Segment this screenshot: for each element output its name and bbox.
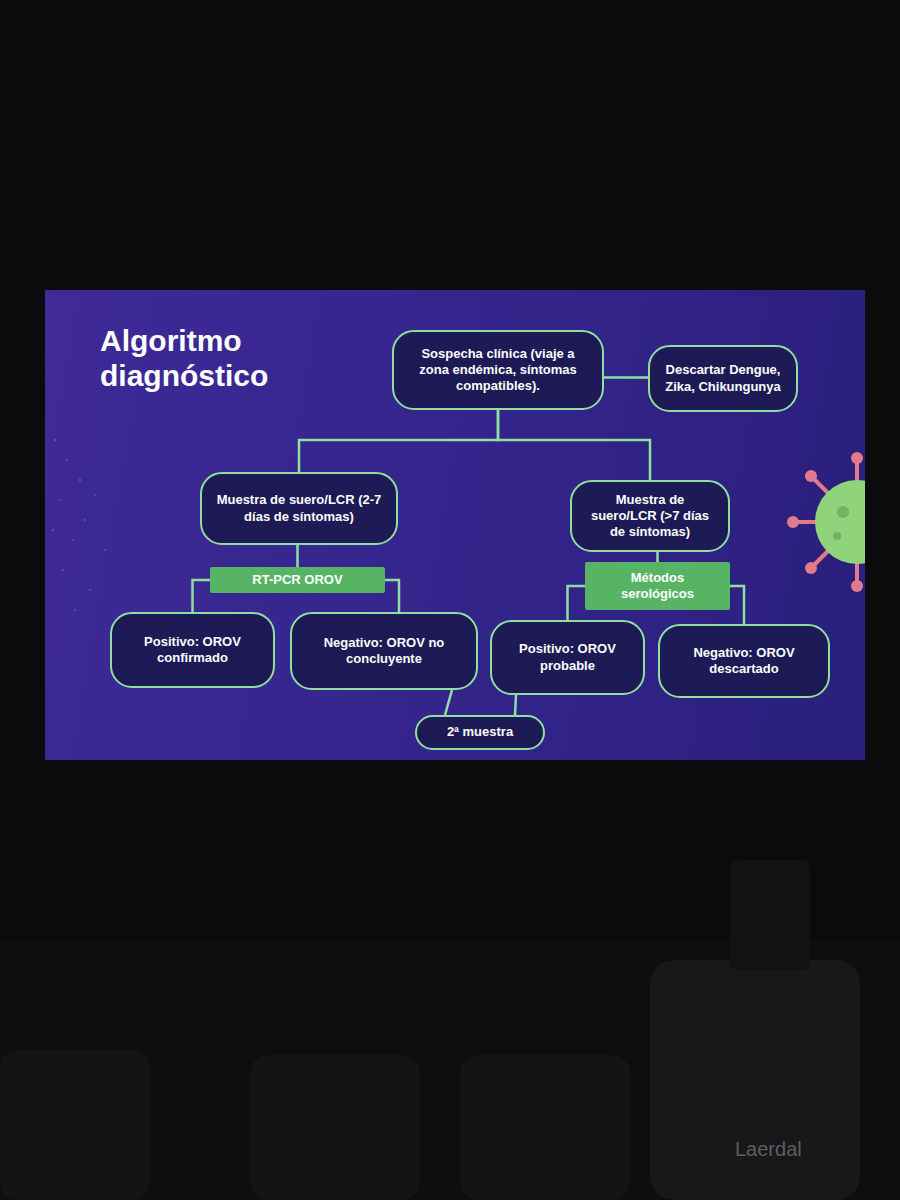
node-text: Sospecha clínica (viaje a zona endémica,… bbox=[408, 346, 588, 395]
slide-title: Algoritmo diagnóstico bbox=[100, 324, 330, 393]
process-box: Negativo: OROV descartado bbox=[658, 624, 830, 698]
connector-line bbox=[568, 586, 586, 620]
node-text: 2ª muestra bbox=[447, 724, 513, 740]
node-text: Negativo: OROV descartado bbox=[674, 645, 814, 678]
process-box: Descartar Dengue, Zika, Chikungunya bbox=[648, 345, 798, 412]
node-text: Positivo: OROV probable bbox=[506, 641, 629, 674]
node-text: Positivo: OROV confirmado bbox=[126, 634, 259, 667]
process-box: 2ª muestra bbox=[415, 715, 545, 750]
process-box: Negativo: OROV no concluyente bbox=[290, 612, 478, 690]
node-text: RT-PCR OROV bbox=[252, 572, 342, 588]
node-text: Muestra de suero/LCR (2-7 días de síntom… bbox=[216, 492, 382, 525]
process-box: Sospecha clínica (viaje a zona endémica,… bbox=[392, 330, 604, 410]
process-box: Muestra de suero/LCR (>7 días de síntoma… bbox=[570, 480, 730, 552]
connector-line bbox=[299, 410, 498, 472]
method-box: RT-PCR OROV bbox=[210, 567, 385, 593]
node-text: Muestra de suero/LCR (>7 días de síntoma… bbox=[586, 492, 714, 541]
slide: Algoritmo diagnóstico Sospecha clínica (v… bbox=[45, 290, 865, 760]
connector-line bbox=[296, 545, 299, 567]
connector-line bbox=[385, 580, 399, 612]
connector-line bbox=[445, 690, 452, 715]
connector-line bbox=[730, 586, 744, 624]
node-text: Métodos serológicos bbox=[593, 570, 722, 603]
process-box: Positivo: OROV confirmado bbox=[110, 612, 275, 688]
connector-line bbox=[193, 580, 211, 612]
connector-line bbox=[498, 410, 650, 480]
process-box: Muestra de suero/LCR (2-7 días de síntom… bbox=[200, 472, 398, 545]
connector-line bbox=[604, 376, 648, 379]
watermark: Laerdal bbox=[735, 1138, 802, 1161]
connector-line bbox=[656, 552, 659, 562]
node-text: Descartar Dengue, Zika, Chikungunya bbox=[664, 362, 782, 395]
process-box: Positivo: OROV probable bbox=[490, 620, 645, 695]
node-text: Negativo: OROV no concluyente bbox=[306, 635, 462, 668]
connector-line bbox=[515, 695, 516, 715]
method-box: Métodos serológicos bbox=[585, 562, 730, 610]
